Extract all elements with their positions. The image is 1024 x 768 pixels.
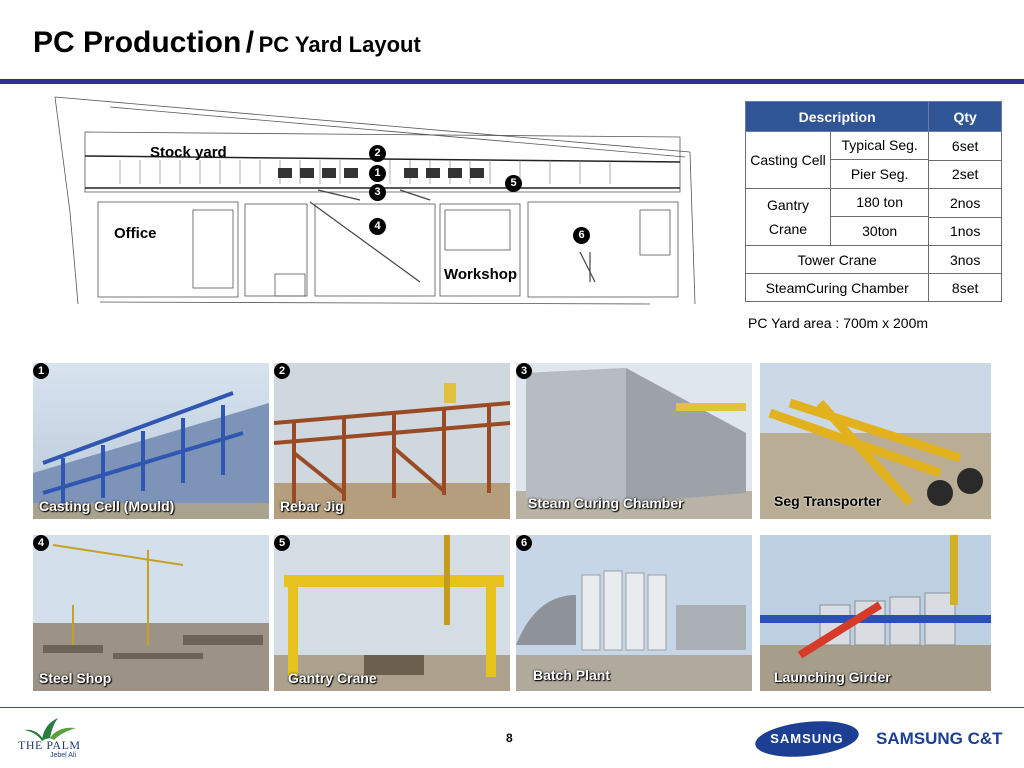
photo-casting-cell: 1 Casting Cell (Mould): [33, 363, 269, 519]
samsung-logo-text: SAMSUNG: [770, 731, 844, 747]
palm-logo-text: THE PALM: [18, 738, 81, 752]
qty-cell: 6set: [928, 131, 1002, 161]
desc-cell: SteamCuring Chamber: [744, 273, 930, 302]
qty-cell: 3nos: [928, 245, 1002, 274]
title-separator: /: [245, 26, 255, 59]
photo-caption: Batch Plant: [533, 667, 611, 683]
qty-cell: 2nos: [928, 188, 1002, 218]
table-row: Casting Cell Typical Seg. Pier Seg. 6set: [744, 131, 1002, 189]
col-qty: Qty: [928, 101, 1002, 132]
marker-5: 5: [505, 175, 522, 192]
qty-cell: 2set: [928, 159, 1002, 189]
photo-caption: Gantry Crane: [288, 670, 377, 686]
page-title: PC Production / PC Yard Layout: [33, 26, 421, 60]
qty-cell: 1nos: [928, 216, 1002, 246]
palm-logo-subtext: Jebel Ali: [50, 752, 77, 759]
photo-launching-girder: Launching Girder: [760, 535, 991, 691]
group-cell: Casting Cell Typical Seg. Pier Seg.: [744, 131, 930, 189]
samsung-ct-logo: SAMSUNG C&T: [876, 729, 1003, 748]
title-main: PC Production: [33, 26, 242, 59]
table-header-row: Description Qty: [744, 101, 1002, 132]
page-number: 8: [506, 731, 513, 745]
samsung-logo: SAMSUNG: [753, 716, 861, 762]
photo-rebar-jig: 2 Rebar Jig: [274, 363, 510, 519]
table-row: 2set: [746, 159, 1002, 189]
group-gantry-crane: Gantry Crane: [746, 189, 831, 245]
col-description: Description: [744, 101, 930, 132]
marker-3: 3: [369, 184, 386, 201]
marker-1: 1: [369, 165, 386, 182]
photo-steel-shop: 4 Steel Shop: [33, 535, 269, 691]
photo-gantry-crane: 5 Gantry Crane: [274, 535, 510, 691]
photo-caption: Steam Curing Chamber: [528, 495, 684, 511]
photo-caption: Launching Girder: [774, 669, 891, 685]
photo-batch-plant: 6 Batch Plant: [516, 535, 752, 691]
yard-layout-drawing: Stock yard Office Workshop 1 2 3 4 5 6: [50, 92, 700, 314]
photo-caption: Seg Transporter: [774, 493, 882, 509]
layout-plan: [54, 96, 696, 305]
yard-area-note: PC Yard area : 700m x 200m: [748, 315, 929, 331]
equipment-table: Description Qty Casting Cell Typical Seg…: [744, 101, 1002, 302]
palm-leaf-icon: [24, 718, 76, 741]
desc-cell: Pier Seg.: [850, 166, 909, 182]
group-cell: Gantry Crane 180 ton 30ton: [744, 188, 930, 246]
photo-number: 4: [33, 535, 49, 551]
footer-rule: [0, 707, 1024, 708]
marker-2: 2: [369, 145, 386, 162]
group-casting-cell: Casting Cell: [746, 132, 831, 188]
desc-cell: 30ton: [862, 223, 898, 239]
photo-number: 2: [274, 363, 290, 379]
photo-steam-curing-chamber: 3 Steam Curing Chamber: [516, 363, 752, 519]
marker-6: 6: [573, 227, 590, 244]
the-palm-logo: THE PALM Jebel Ali: [14, 714, 88, 764]
photo-caption: Steel Shop: [39, 670, 112, 686]
label-stock-yard: Stock yard: [150, 144, 227, 161]
desc-cell: Tower Crane: [744, 245, 930, 274]
label-workshop: Workshop: [444, 266, 518, 283]
photo-number: 5: [274, 535, 290, 551]
marker-4: 4: [369, 218, 386, 235]
photo-number: 3: [516, 363, 532, 379]
photo-seg-transporter: Seg Transporter: [760, 363, 991, 519]
photo-number: 6: [516, 535, 532, 551]
table-row: Gantry Crane 180 ton 30ton 2nos: [744, 188, 1002, 246]
desc-cell: Typical Seg.: [831, 132, 929, 160]
photo-caption: Casting Cell (Mould): [39, 498, 175, 514]
header-rule: [0, 79, 1024, 84]
table-row: Tower Crane 3nos: [744, 245, 1002, 274]
photo-caption: Rebar Jig: [280, 498, 344, 514]
desc-cell: 180 ton: [831, 189, 929, 217]
table-row: SteamCuring Chamber 8set: [744, 273, 1002, 302]
qty-cell: 8set: [928, 273, 1002, 302]
photo-number: 1: [33, 363, 49, 379]
title-sub: PC Yard Layout: [258, 32, 421, 57]
label-office: Office: [114, 225, 157, 242]
